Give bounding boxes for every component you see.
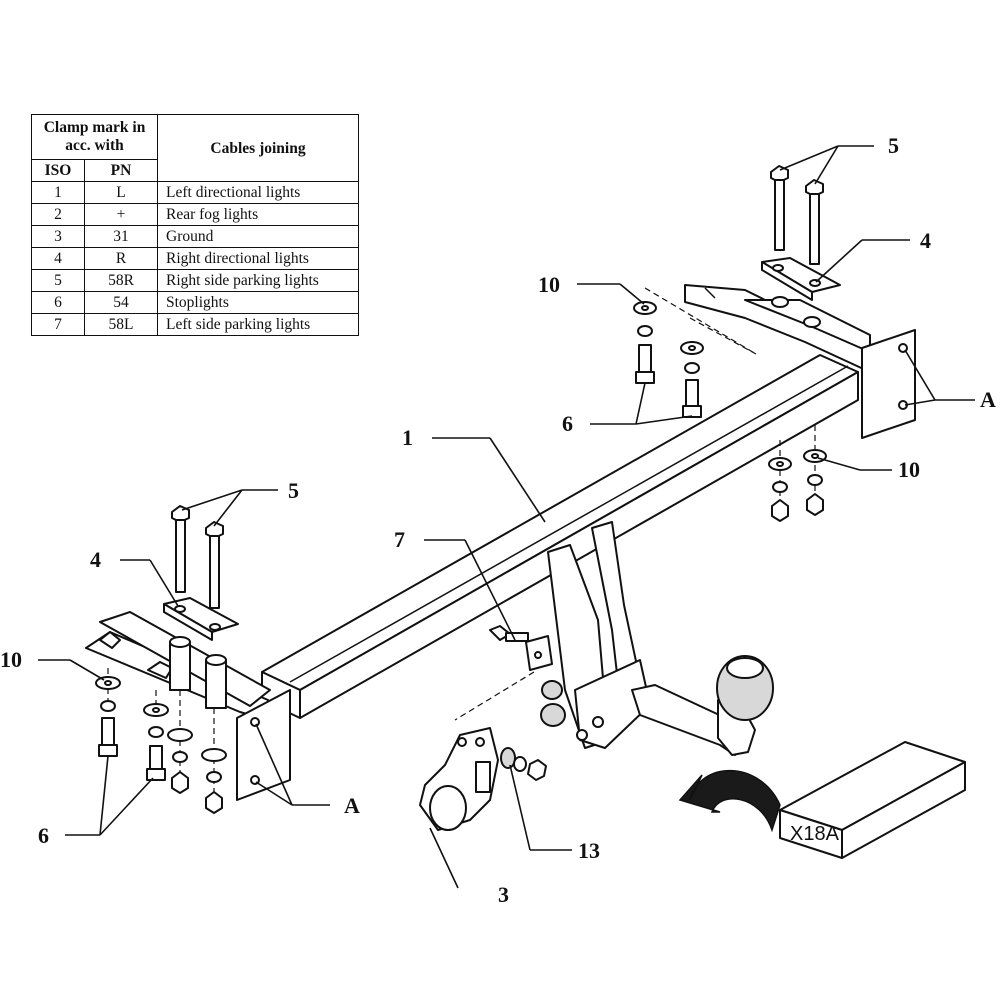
right-bottom-fasteners (768, 425, 827, 522)
direction-arrow (678, 769, 781, 833)
label-10-right-bottom: 10 (898, 457, 920, 482)
package-box: X18A (779, 741, 966, 859)
iso-header: ISO (31, 159, 85, 182)
pn-cell: 58L (84, 313, 158, 336)
socket-plate (419, 727, 499, 831)
right-clamp-plate (761, 257, 841, 301)
package-label: X18A (790, 823, 840, 845)
tow-ball-arm (547, 521, 774, 756)
label-10-left: 10 (0, 647, 22, 672)
label-a-right: A (980, 387, 996, 412)
label-10-right-top: 10 (538, 272, 560, 297)
description-cell: Left side parking lights (157, 313, 359, 336)
table-row: 6 54 Stoplights (31, 291, 359, 314)
spring-washer-nut (500, 747, 547, 781)
label-7: 7 (394, 527, 405, 552)
crossbar (261, 354, 859, 719)
table-row: 2 + Rear fog lights (31, 203, 359, 226)
label-4-left: 4 (90, 547, 101, 572)
label-6-right: 6 (562, 411, 573, 436)
label-3: 3 (498, 882, 509, 907)
description-cell: Stoplights (157, 291, 359, 314)
cables-joining-header: Cables joining (157, 114, 359, 182)
left-side-bracket (85, 611, 291, 801)
table-row: 4 R Right directional lights (31, 247, 359, 270)
label-a-left: A (344, 793, 360, 818)
table-row: 7 58L Left side parking lights (31, 313, 359, 336)
cable-legend-table: Clamp mark in acc. with Cables joining I… (31, 114, 359, 336)
socket-bracket (454, 625, 566, 727)
leader-lines (38, 145, 975, 889)
description-cell: Rear fog lights (157, 203, 359, 226)
table-row: 3 31 Ground (31, 225, 359, 248)
left-clamp-plate (163, 597, 239, 641)
right-bolts (770, 165, 824, 265)
left-fasteners (95, 668, 227, 814)
description-cell: Right side parking lights (157, 269, 359, 292)
right-top-fasteners (633, 287, 757, 418)
table-row: 5 58R Right side parking lights (31, 269, 359, 292)
left-bolts (171, 505, 224, 609)
label-6-left: 6 (38, 823, 49, 848)
clamp-mark-header: Clamp mark in acc. with (31, 114, 158, 160)
right-side-bracket (684, 284, 916, 439)
description-cell: Right directional lights (157, 247, 359, 270)
label-5-right: 5 (888, 133, 899, 158)
label-1: 1 (402, 425, 413, 450)
label-5-left: 5 (288, 478, 299, 503)
label-4-right: 4 (920, 228, 931, 253)
label-13: 13 (578, 838, 600, 863)
